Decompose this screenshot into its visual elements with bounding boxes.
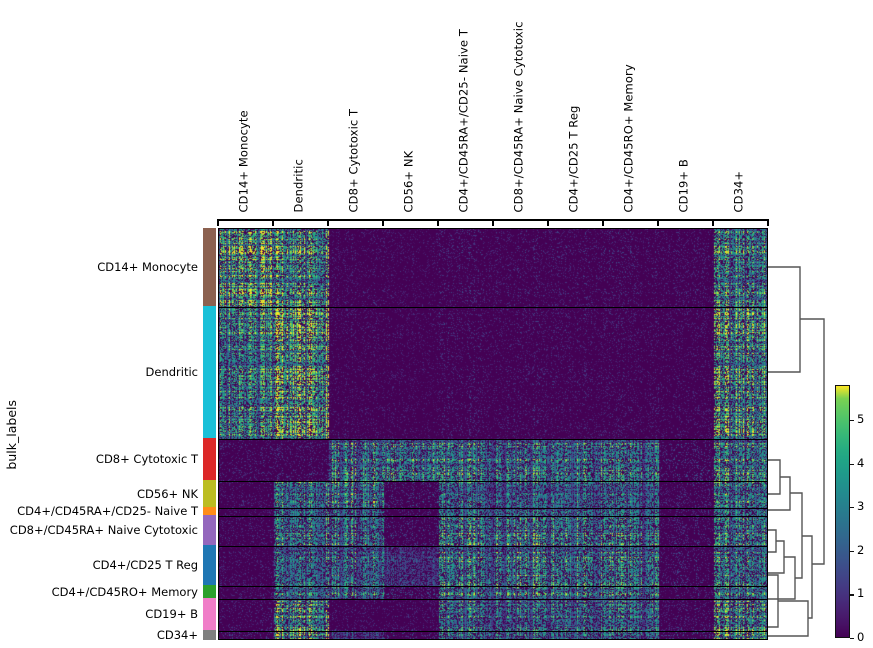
column-tick-2 <box>327 219 329 226</box>
row-group-color-6 <box>203 545 216 586</box>
row-group-label-5: CD8+/CD45RA+ Naive Cytotoxic <box>9 523 198 538</box>
dendro-link-b-cd34 <box>768 574 779 628</box>
row-group-color-3 <box>203 480 216 507</box>
colorbar-tick-3 <box>850 507 854 509</box>
column-tick-3 <box>382 219 384 226</box>
row-separator-8 <box>219 598 767 600</box>
dendro-link-d <box>768 556 796 600</box>
row-separator-9 <box>219 631 767 633</box>
colorbar-tick-label-0: 0 <box>857 630 865 644</box>
row-group-color-0 <box>203 228 216 306</box>
row-separator-5 <box>219 516 767 518</box>
column-label-4: CD4+/CD45RA+/CD25- Naive T <box>456 28 471 212</box>
column-label-6: CD4+/CD25 T Reg <box>566 105 581 212</box>
row-group-color-7 <box>203 585 216 598</box>
dendro-link-cd8-nk <box>768 459 781 495</box>
row-group-label-9: CD34+ <box>156 628 198 643</box>
row-group-label-0: CD14+ Monocyte <box>97 259 198 274</box>
dendro-link-f <box>768 600 809 637</box>
column-label-7: CD4+/CD45RO+ Memory <box>621 63 636 212</box>
row-separator-1 <box>219 306 767 308</box>
heatmap-panel <box>218 228 768 640</box>
dendro-link-mono-dend <box>768 266 801 373</box>
row-group-color-8 <box>203 597 216 631</box>
column-tick-5 <box>492 219 494 226</box>
row-separator-3 <box>219 481 767 483</box>
row-group-color-1 <box>203 305 216 439</box>
row-separator-2 <box>219 439 767 441</box>
column-label-3: CD56+ NK <box>401 150 416 212</box>
column-label-8: CD19+ B <box>676 158 691 212</box>
colorbar-tick-2 <box>850 550 854 553</box>
column-labels: CD14+ Monocyte Dendritic CD8+ Cytotoxic T C… <box>0 0 873 212</box>
column-tick-8 <box>657 219 659 226</box>
row-group-color-2 <box>203 438 216 481</box>
colorbar-tick-1 <box>850 594 854 596</box>
column-label-9: CD34+ <box>731 170 746 212</box>
heatmap-canvas <box>219 229 767 639</box>
colorbar-tick-0 <box>850 638 854 640</box>
colorbar <box>835 385 850 638</box>
column-label-1: Dendritic <box>291 158 306 212</box>
row-group-label-3: CD56+ NK <box>137 486 198 501</box>
row-group-color-9 <box>203 630 216 640</box>
row-group-label-8: CD19+ B <box>145 607 198 622</box>
colorbar-tick-4 <box>850 463 854 465</box>
colorbar-tick-label-4: 4 <box>857 455 865 470</box>
row-group-label-4: CD4+/CD45RA+/CD25- Naive T <box>17 504 198 519</box>
y-axis-title: bulk_labels <box>4 400 19 470</box>
row-separator-7 <box>219 586 767 588</box>
row-group-label-2: CD8+ Cytotoxic T <box>95 452 198 467</box>
column-tick-0 <box>217 219 219 226</box>
column-tick-9 <box>712 219 714 226</box>
dendro-link-b <box>768 529 777 553</box>
row-separator-6 <box>219 546 767 548</box>
row-group-label-6: CD4+/CD25 T Reg <box>92 558 198 573</box>
dendro-link-root <box>800 318 825 565</box>
column-tick-1 <box>272 219 274 226</box>
row-group-color-4 <box>203 506 216 516</box>
colorbar-tick-label-1: 1 <box>857 586 865 601</box>
row-group-label-1: Dendritic <box>145 364 198 379</box>
column-tick-7 <box>602 219 604 226</box>
colorbar-tick-label-5: 5 <box>857 411 865 426</box>
colorbar-tick-5 <box>850 419 854 422</box>
row-separator-4 <box>219 507 767 509</box>
column-label-5: CD8+/CD45RA+ Naive Cytotoxic <box>511 21 526 212</box>
column-label-2: CD8+ Cytotoxic T <box>346 108 361 212</box>
row-group-color-5 <box>203 515 216 546</box>
column-tick-4 <box>437 219 439 226</box>
column-tick-10 <box>767 219 769 226</box>
column-label-0: CD14+ Monocyte <box>236 109 251 212</box>
row-group-label-7: CD4+/CD45RO+ Memory <box>51 584 198 599</box>
row-color-strip <box>203 228 216 640</box>
column-tick-6 <box>547 219 549 226</box>
dendro-link-e <box>790 492 803 579</box>
row-dendrogram <box>768 266 825 637</box>
dendro-link-g <box>802 535 813 619</box>
colorbar-tick-label-3: 3 <box>857 499 865 514</box>
colorbar-tick-label-2: 2 <box>857 542 865 557</box>
